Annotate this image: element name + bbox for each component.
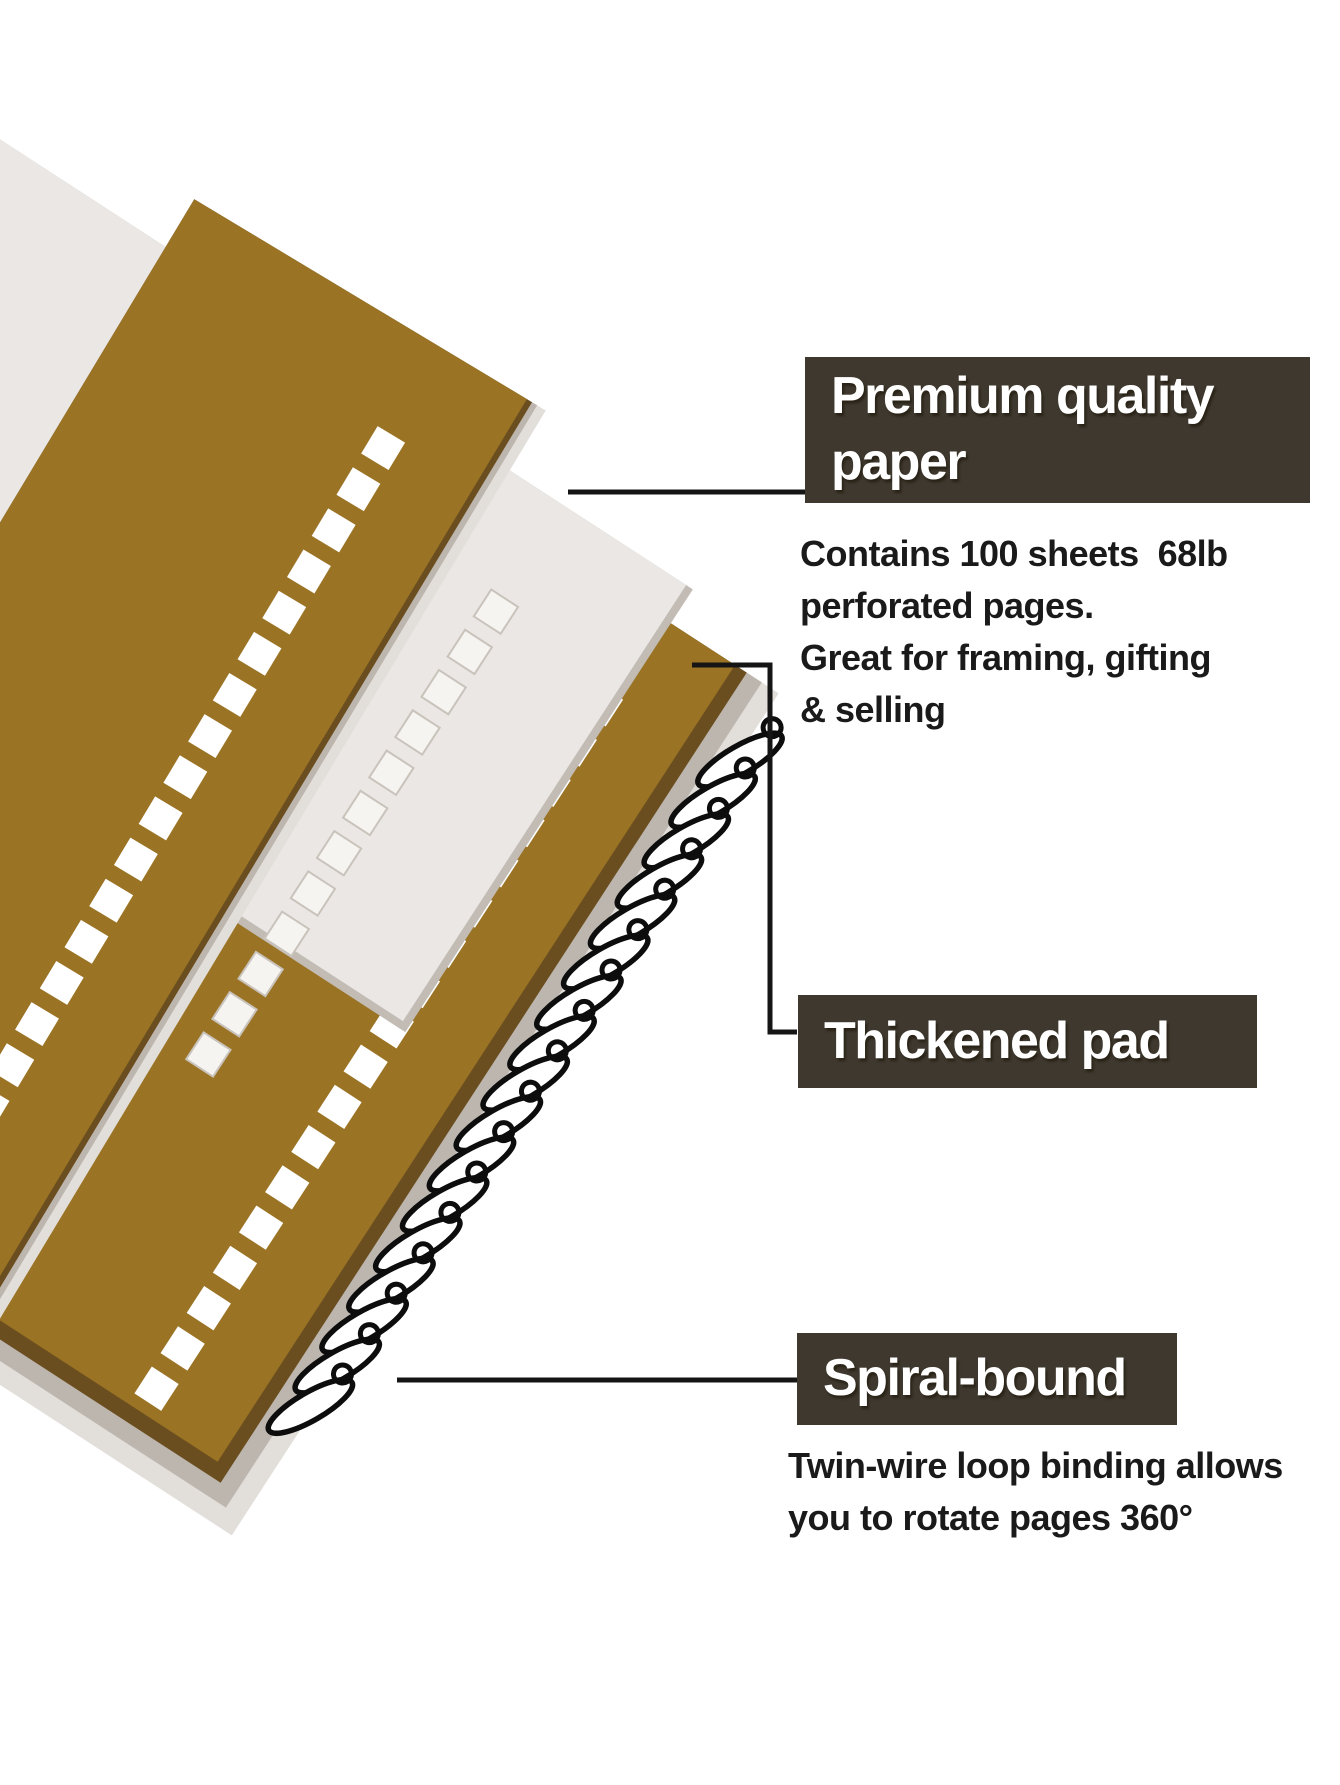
callout-title-line: paper (831, 433, 967, 491)
top-cover-perforations (0, 426, 406, 1129)
callout-label-thickened-pad: Thickened pad (798, 995, 1257, 1088)
description-line: Twin-wire loop binding allows (788, 1445, 1283, 1486)
callout-label-spiral-bound: Spiral-bound (797, 1333, 1177, 1425)
callout-lines (397, 489, 805, 1383)
description-line: you to rotate pages 360° (788, 1497, 1193, 1538)
top-cover-sheet (0, 199, 527, 1392)
spiral-coil-icon (265, 716, 785, 1437)
bottom-pad-cover (0, 0, 735, 1462)
callout-description-premium-quality-paper: Contains 100 sheets 68lb perforated page… (800, 528, 1228, 736)
callout-line-thickened-pad (692, 662, 797, 1035)
white-sheet-perforations (184, 588, 520, 1079)
description-line: & selling (800, 689, 946, 730)
description-line: Great for framing, gifting (800, 637, 1212, 678)
callout-title-line: Spiral-bound (823, 1349, 1127, 1408)
callout-description-spiral-bound: Twin-wire loop binding allows you to rot… (788, 1440, 1283, 1544)
callout-title-line: Thickened pad (824, 1011, 1170, 1070)
top-cover (0, 199, 546, 1426)
callout-title-line: Premium quality (831, 367, 1215, 426)
description-line: Contains 100 sheets 68lb (800, 533, 1228, 574)
callout-label-premium-quality-paper: Premium quality paper (805, 357, 1310, 503)
description-line: perforated pages. (800, 585, 1094, 626)
